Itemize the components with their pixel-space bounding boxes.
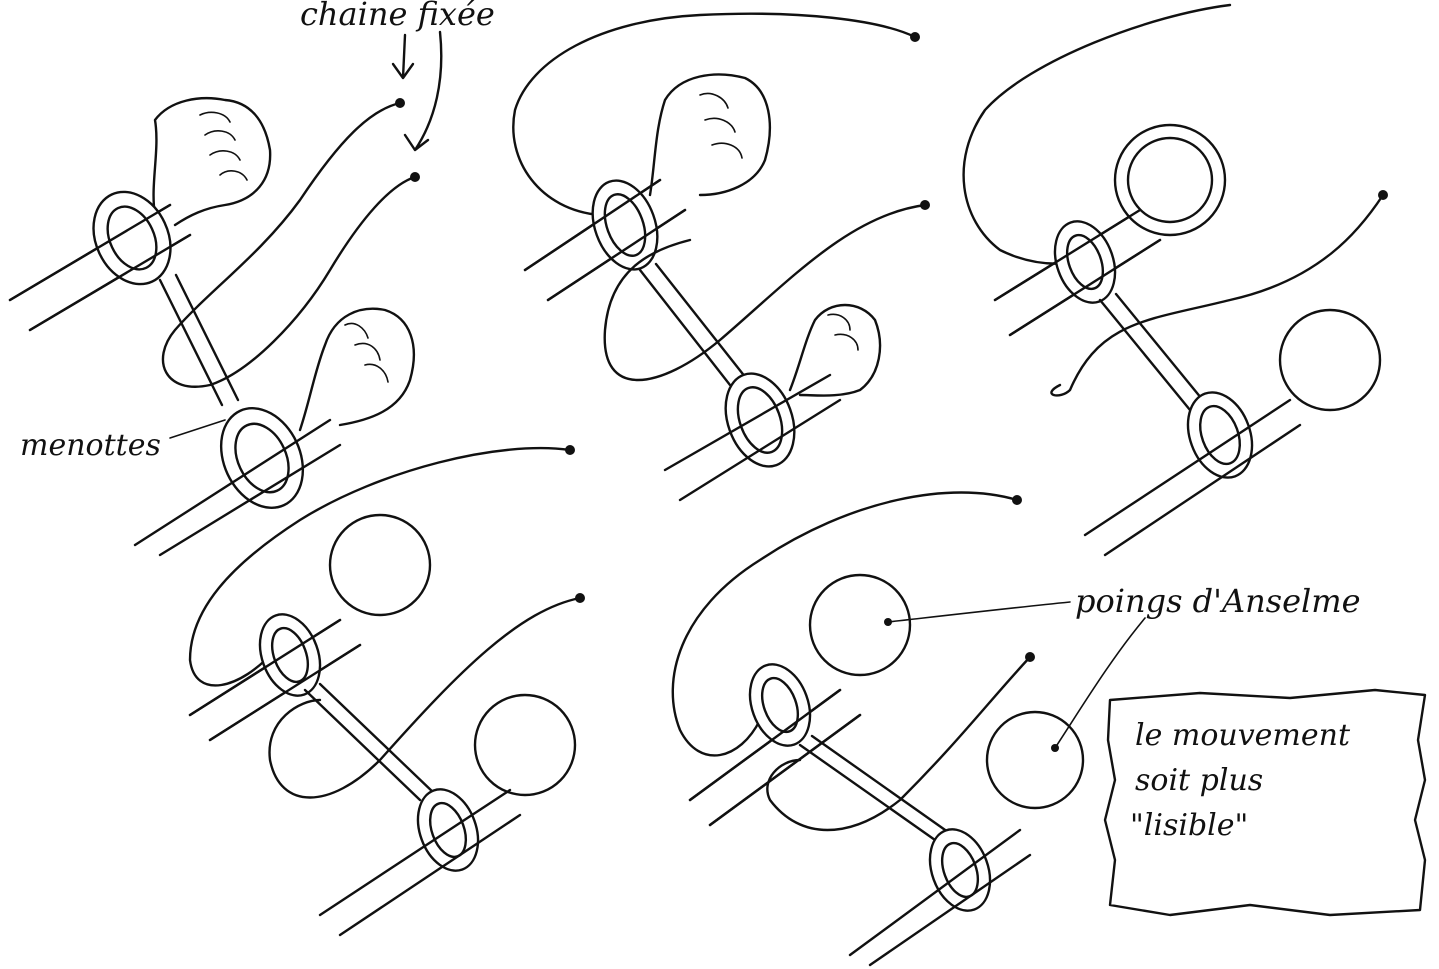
arrow-chain-2 bbox=[405, 32, 441, 150]
arrow-chain-1 bbox=[393, 35, 413, 78]
fist-upper-fingers bbox=[200, 112, 247, 180]
panel-4 bbox=[190, 445, 585, 935]
fist-upper bbox=[154, 98, 271, 225]
note-line-2: soit plus bbox=[1135, 763, 1263, 798]
fist-upper bbox=[650, 74, 770, 195]
cuff-lower bbox=[1177, 383, 1263, 486]
cuff-upper bbox=[739, 656, 820, 754]
cuff-lower bbox=[206, 395, 319, 521]
fist-lower bbox=[790, 305, 880, 396]
fist-upper-circle bbox=[330, 515, 430, 615]
chain bbox=[163, 103, 415, 387]
cuff-bar bbox=[1100, 294, 1206, 410]
label-handcuffs: menottes bbox=[20, 428, 161, 463]
leader-fist-upper bbox=[888, 602, 1070, 622]
note-line-1: le mouvement bbox=[1135, 718, 1351, 753]
panel-1: chaine fixée menottes bbox=[10, 0, 495, 555]
note-parchment: le mouvement soit plus "lisible" bbox=[1105, 690, 1425, 915]
cuff-upper bbox=[79, 179, 185, 296]
cuff-bar bbox=[640, 264, 746, 385]
chain bbox=[513, 14, 915, 215]
cuff-bar bbox=[800, 736, 948, 840]
fist-lower-circle bbox=[1280, 310, 1380, 410]
fist-upper-circle bbox=[810, 575, 910, 675]
note-line-3: "lisible" bbox=[1130, 808, 1248, 843]
fist-lower bbox=[300, 309, 414, 430]
fist-upper-circle bbox=[1115, 125, 1225, 235]
label-chain: chaine fixée bbox=[300, 0, 495, 33]
panel-3 bbox=[964, 5, 1388, 555]
cuff-bar bbox=[305, 684, 435, 800]
panel-2 bbox=[513, 14, 930, 500]
leader-handcuffs bbox=[170, 420, 225, 438]
fist-lower-circle bbox=[475, 695, 575, 795]
label-fists: poings d'Anselme bbox=[1075, 582, 1361, 620]
